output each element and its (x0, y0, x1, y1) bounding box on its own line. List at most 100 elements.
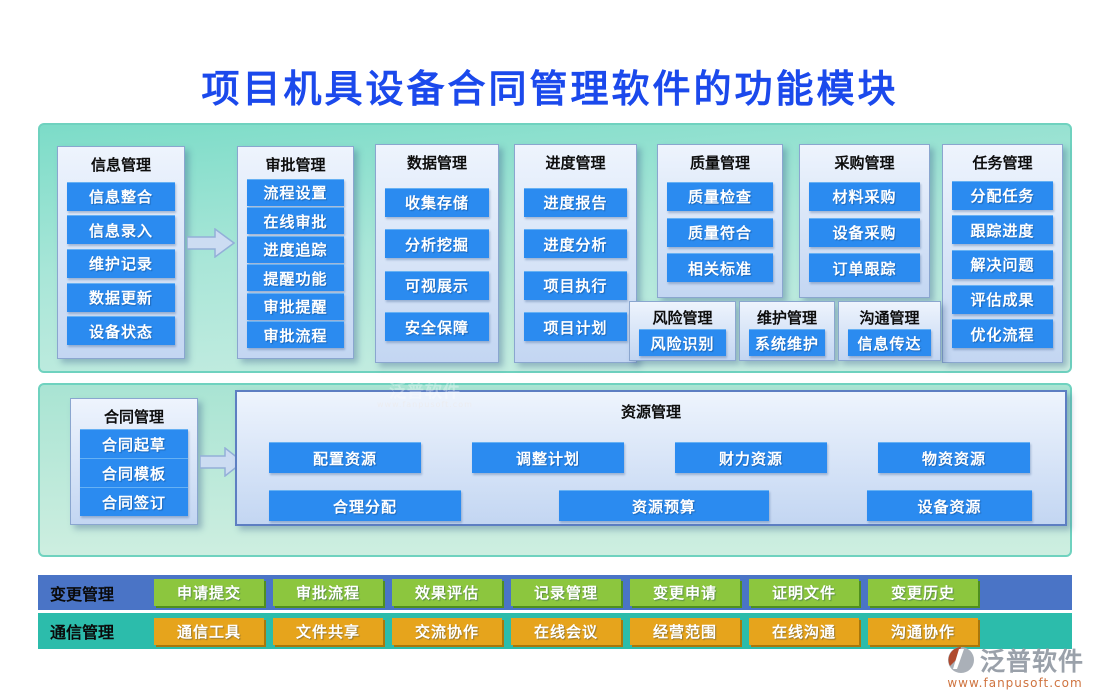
module-item: 信息录入 (67, 215, 175, 245)
module-item: 合同模板 (80, 458, 188, 487)
module-item: 流程设置 (247, 178, 344, 206)
module-card-info: 信息管理 信息整合信息录入维护记录数据更新设备状态 (57, 146, 185, 359)
watermark-brand-text: 泛普软件 (388, 382, 461, 402)
module-item: 跟踪进度 (952, 215, 1053, 245)
module-header: 信息管理 (90, 156, 151, 174)
module-item: 信息传达 (848, 329, 931, 356)
module-item: 资源预算 (559, 490, 769, 521)
bar-item-list: 申请提交审批流程效果评估记录管理变更申请证明文件变更历史 (154, 579, 978, 606)
module-item-list: 系统维护 (749, 329, 825, 356)
module-item: 进度报告 (524, 187, 627, 217)
module-item-list: 信息传达 (848, 329, 931, 356)
module-item: 收集存储 (385, 187, 489, 217)
bar-item: 经营范围 (630, 617, 740, 645)
resource-row-2: 合理分配资源预算设备资源 (237, 490, 1065, 521)
bar-item: 变更申请 (630, 579, 740, 606)
module-item: 审批提醒 (247, 292, 344, 320)
bar-item: 变更历史 (868, 579, 978, 606)
module-item-list: 材料采购设备采购订单跟踪 (809, 175, 920, 289)
footer-url-text: www.fanpusoft.com (947, 676, 1083, 690)
module-header: 维护管理 (756, 309, 817, 327)
module-card-contract: 合同管理 合同起草合同模板合同签订 (70, 398, 198, 525)
module-item-list: 收集存储分析挖掘可视展示安全保障 (385, 175, 489, 354)
module-item: 材料采购 (809, 181, 920, 211)
bar-item: 申请提交 (154, 579, 264, 606)
module-item: 数据更新 (67, 282, 175, 312)
module-header: 采购管理 (834, 154, 895, 172)
module-header: 任务管理 (972, 154, 1033, 172)
module-item: 设备状态 (67, 316, 175, 346)
module-card-quality: 质量管理 质量检查质量符合相关标准 (657, 144, 783, 298)
module-item: 安全保障 (385, 312, 489, 342)
module-item: 分配任务 (952, 180, 1053, 210)
module-item: 配置资源 (269, 442, 421, 473)
resource-row-1: 配置资源 调整计划 财力资源 物资资源 (237, 442, 1065, 473)
module-item: 财力资源 (675, 442, 827, 473)
module-item-list: 质量检查质量符合相关标准 (667, 175, 773, 289)
modules-panel: 信息管理 信息整合信息录入维护记录数据更新设备状态 审批管理 流程设置在线审批进… (38, 123, 1072, 409)
bar-item: 文件共享 (273, 617, 383, 645)
contract-resource-panel: 合同管理 合同起草合同模板合同签订 资源管理 配置资源调整计划财力资源物资资源 … (38, 383, 1072, 557)
module-item: 订单跟踪 (809, 253, 920, 283)
change-management-bar: 变更管理 申请提交审批流程效果评估记录管理变更申请证明文件变更历史 (38, 575, 1072, 610)
module-item-list: 合同起草合同模板合同签订 (80, 429, 188, 516)
module-item: 提醒功能 (247, 264, 344, 292)
module-item: 合同签订 (80, 487, 188, 516)
module-header: 质量管理 (689, 154, 750, 172)
right-arrow-icon (187, 228, 235, 258)
module-item-list: 风险识别 (639, 329, 726, 356)
module-item: 评估成果 (952, 284, 1053, 314)
module-item: 优化流程 (952, 319, 1053, 349)
bar-item: 效果评估 (392, 579, 502, 606)
module-item: 项目执行 (524, 270, 627, 300)
bar-item: 沟通协作 (868, 617, 978, 645)
module-card-communication: 沟通管理 信息传达 (838, 301, 941, 361)
bar-item-list: 通信工具文件共享交流协作在线会议经营范围在线沟通沟通协作 (154, 617, 978, 645)
module-item: 信息整合 (67, 181, 175, 211)
module-item: 项目计划 (524, 312, 627, 342)
module-item-list: 流程设置在线审批进度追踪提醒功能审批提醒审批流程 (247, 177, 344, 350)
module-item: 物资资源 (878, 442, 1030, 473)
fanpu-logo-icon (947, 647, 974, 673)
module-item: 系统维护 (749, 329, 825, 356)
module-item-list: 分配任务跟踪进度解决问题评估成果优化流程 (952, 175, 1053, 354)
module-item: 风险识别 (639, 329, 726, 356)
bar-item: 交流协作 (392, 617, 502, 645)
bar-label: 通信管理 (50, 623, 115, 642)
module-card-approval: 审批管理 流程设置在线审批进度追踪提醒功能审批提醒审批流程 (237, 146, 354, 359)
module-card-progress: 进度管理 进度报告进度分析项目执行项目计划 (514, 144, 637, 363)
module-item-list: 进度报告进度分析项目执行项目计划 (524, 175, 627, 354)
module-card-data: 数据管理 收集存储分析挖掘可视展示安全保障 (375, 144, 499, 363)
module-item: 解决问题 (952, 249, 1053, 279)
bar-label: 变更管理 (50, 584, 115, 604)
module-header: 进度管理 (545, 154, 606, 172)
module-card-task: 任务管理 分配任务跟踪进度解决问题评估成果优化流程 (942, 144, 1063, 363)
module-header: 资源管理 (620, 403, 681, 421)
module-item: 进度分析 (524, 229, 627, 259)
module-item: 质量符合 (667, 217, 773, 247)
module-item: 审批流程 (247, 321, 344, 349)
module-item: 相关标准 (667, 253, 773, 283)
module-item: 设备采购 (809, 217, 920, 247)
module-item: 进度追踪 (247, 235, 344, 263)
footer-brand-text: 泛普软件 (979, 647, 1084, 676)
communication-management-bar: 通信管理 通信工具文件共享交流协作在线会议经营范围在线沟通沟通协作 (38, 613, 1072, 649)
bar-item: 审批流程 (273, 579, 383, 606)
module-item: 设备资源 (867, 490, 1032, 521)
bar-item: 通信工具 (154, 617, 264, 645)
module-item: 调整计划 (472, 442, 624, 473)
module-header: 合同管理 (103, 408, 164, 426)
module-card-procurement: 采购管理 材料采购设备采购订单跟踪 (799, 144, 930, 298)
bar-item: 在线会议 (511, 617, 621, 645)
module-card-risk: 风险管理 风险识别 (629, 301, 736, 361)
bar-item: 在线沟通 (749, 617, 859, 645)
footer-logo: 泛普软件 www.fanpusoft.com (946, 642, 1084, 690)
module-item: 质量检查 (667, 181, 773, 211)
module-item-list: 信息整合信息录入维护记录数据更新设备状态 (67, 177, 175, 350)
module-item: 维护记录 (67, 248, 175, 278)
right-arrow-icon (200, 447, 244, 477)
bar-item: 记录管理 (511, 579, 621, 606)
module-header: 审批管理 (265, 156, 326, 174)
module-header: 数据管理 (406, 154, 467, 172)
